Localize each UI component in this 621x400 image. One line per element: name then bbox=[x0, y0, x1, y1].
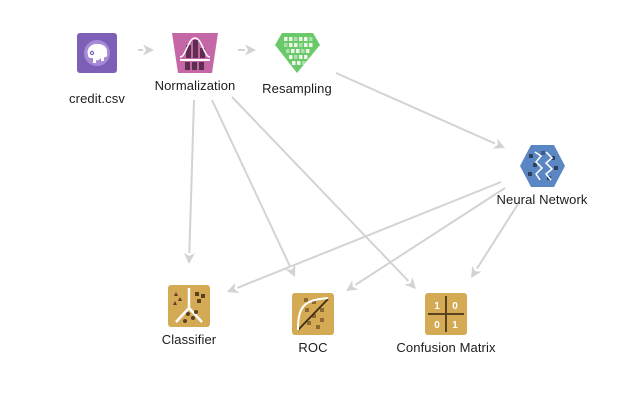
arrowhead-icon bbox=[404, 277, 416, 289]
arrowhead-icon bbox=[227, 282, 240, 294]
arrowhead-icon bbox=[183, 252, 195, 264]
gem-grid-cell bbox=[309, 43, 313, 47]
matrix-cell-tl: 1 bbox=[434, 301, 440, 312]
gem-grid-cell bbox=[297, 61, 301, 65]
gem-grid-cell bbox=[301, 49, 305, 53]
edge-neural-network-to-classifier[interactable] bbox=[227, 181, 502, 294]
gem-grid-cell bbox=[289, 55, 293, 59]
edge-neural-network-to-confusion-matrix[interactable] bbox=[471, 203, 519, 278]
gem-grid-cell bbox=[284, 43, 288, 47]
gem-grid-cell bbox=[299, 37, 303, 41]
matrix-cell-br: 1 bbox=[452, 320, 458, 331]
gem-grid-cell bbox=[294, 55, 298, 59]
edge-line bbox=[231, 96, 410, 282]
node-label-credit-csv: credit.csv bbox=[69, 91, 125, 106]
edge-line bbox=[236, 181, 502, 289]
node-label-classifier: Classifier bbox=[161, 332, 217, 347]
edge-credit-to-normalization[interactable] bbox=[138, 44, 154, 56]
edge-normalization-to-confusion-matrix[interactable] bbox=[231, 96, 416, 289]
node-resampling[interactable] bbox=[275, 33, 320, 73]
gem-grid-cell bbox=[294, 43, 298, 47]
classifier-tree-icon bbox=[168, 285, 210, 327]
matrix-cell-tr: 0 bbox=[452, 301, 458, 312]
confusion-matrix-icon: 1 0 0 1 bbox=[425, 293, 467, 335]
node-confusion-matrix[interactable]: 1 0 0 1 bbox=[425, 293, 467, 335]
edge-line bbox=[354, 187, 506, 286]
arrowhead-icon bbox=[143, 44, 154, 56]
arrowhead-icon bbox=[285, 264, 296, 277]
edges-layer bbox=[138, 44, 519, 294]
edge-line bbox=[211, 99, 292, 268]
edge-neural-network-to-roc[interactable] bbox=[346, 187, 506, 291]
node-label-neural-network: Neural Network bbox=[496, 192, 588, 207]
gem-grid-cell bbox=[302, 61, 306, 65]
gem-grid-cell bbox=[299, 43, 303, 47]
normalization-distribution-icon bbox=[172, 33, 218, 73]
node-label-resampling: Resampling bbox=[262, 81, 332, 96]
gem-grid-cell bbox=[299, 55, 303, 59]
arrowhead-icon bbox=[346, 280, 359, 291]
node-label-roc: ROC bbox=[298, 340, 328, 355]
gem-grid-cell bbox=[296, 49, 300, 53]
gem-grid-cell bbox=[306, 49, 310, 53]
edge-normalization-to-roc[interactable] bbox=[211, 99, 296, 277]
gem-grid-cell bbox=[304, 37, 308, 41]
gem-grid-cell bbox=[304, 55, 308, 59]
gem-grid-cell bbox=[289, 43, 293, 47]
arrowhead-icon bbox=[492, 138, 505, 149]
arrowhead-icon bbox=[471, 265, 482, 278]
gem-grid-cell bbox=[304, 43, 308, 47]
gem-grid-cell bbox=[284, 37, 288, 41]
node-label-confusion-matrix: Confusion Matrix bbox=[396, 340, 496, 355]
resampling-gem-icon bbox=[275, 33, 320, 73]
arrowhead-icon bbox=[245, 44, 256, 56]
edge-line bbox=[335, 72, 496, 145]
file-dataset-icon bbox=[77, 33, 117, 73]
edge-resampling-to-neural-network[interactable] bbox=[335, 72, 505, 149]
gem-grid-cell bbox=[286, 49, 290, 53]
matrix-cell-bl: 0 bbox=[434, 320, 440, 331]
node-roc[interactable] bbox=[292, 293, 334, 335]
node-neural-network[interactable] bbox=[520, 145, 565, 187]
edge-line bbox=[476, 203, 519, 270]
roc-curve-icon bbox=[292, 293, 334, 335]
node-credit-csv[interactable] bbox=[77, 33, 117, 73]
gem-grid-cell bbox=[289, 37, 293, 41]
gem-grid-cell bbox=[309, 37, 313, 41]
gem-grid-cell bbox=[291, 49, 295, 53]
edge-normalization-to-classifier[interactable] bbox=[183, 99, 195, 264]
neural-network-hexagon-icon bbox=[520, 145, 565, 187]
edge-normalization-to-resampling[interactable] bbox=[238, 44, 256, 56]
gem-grid-cell bbox=[292, 61, 296, 65]
node-classifier[interactable] bbox=[168, 285, 210, 327]
node-label-normalization: Normalization bbox=[154, 78, 236, 93]
gem-grid-cell bbox=[294, 37, 298, 41]
node-normalization[interactable] bbox=[172, 33, 218, 73]
edge-line bbox=[188, 99, 195, 254]
